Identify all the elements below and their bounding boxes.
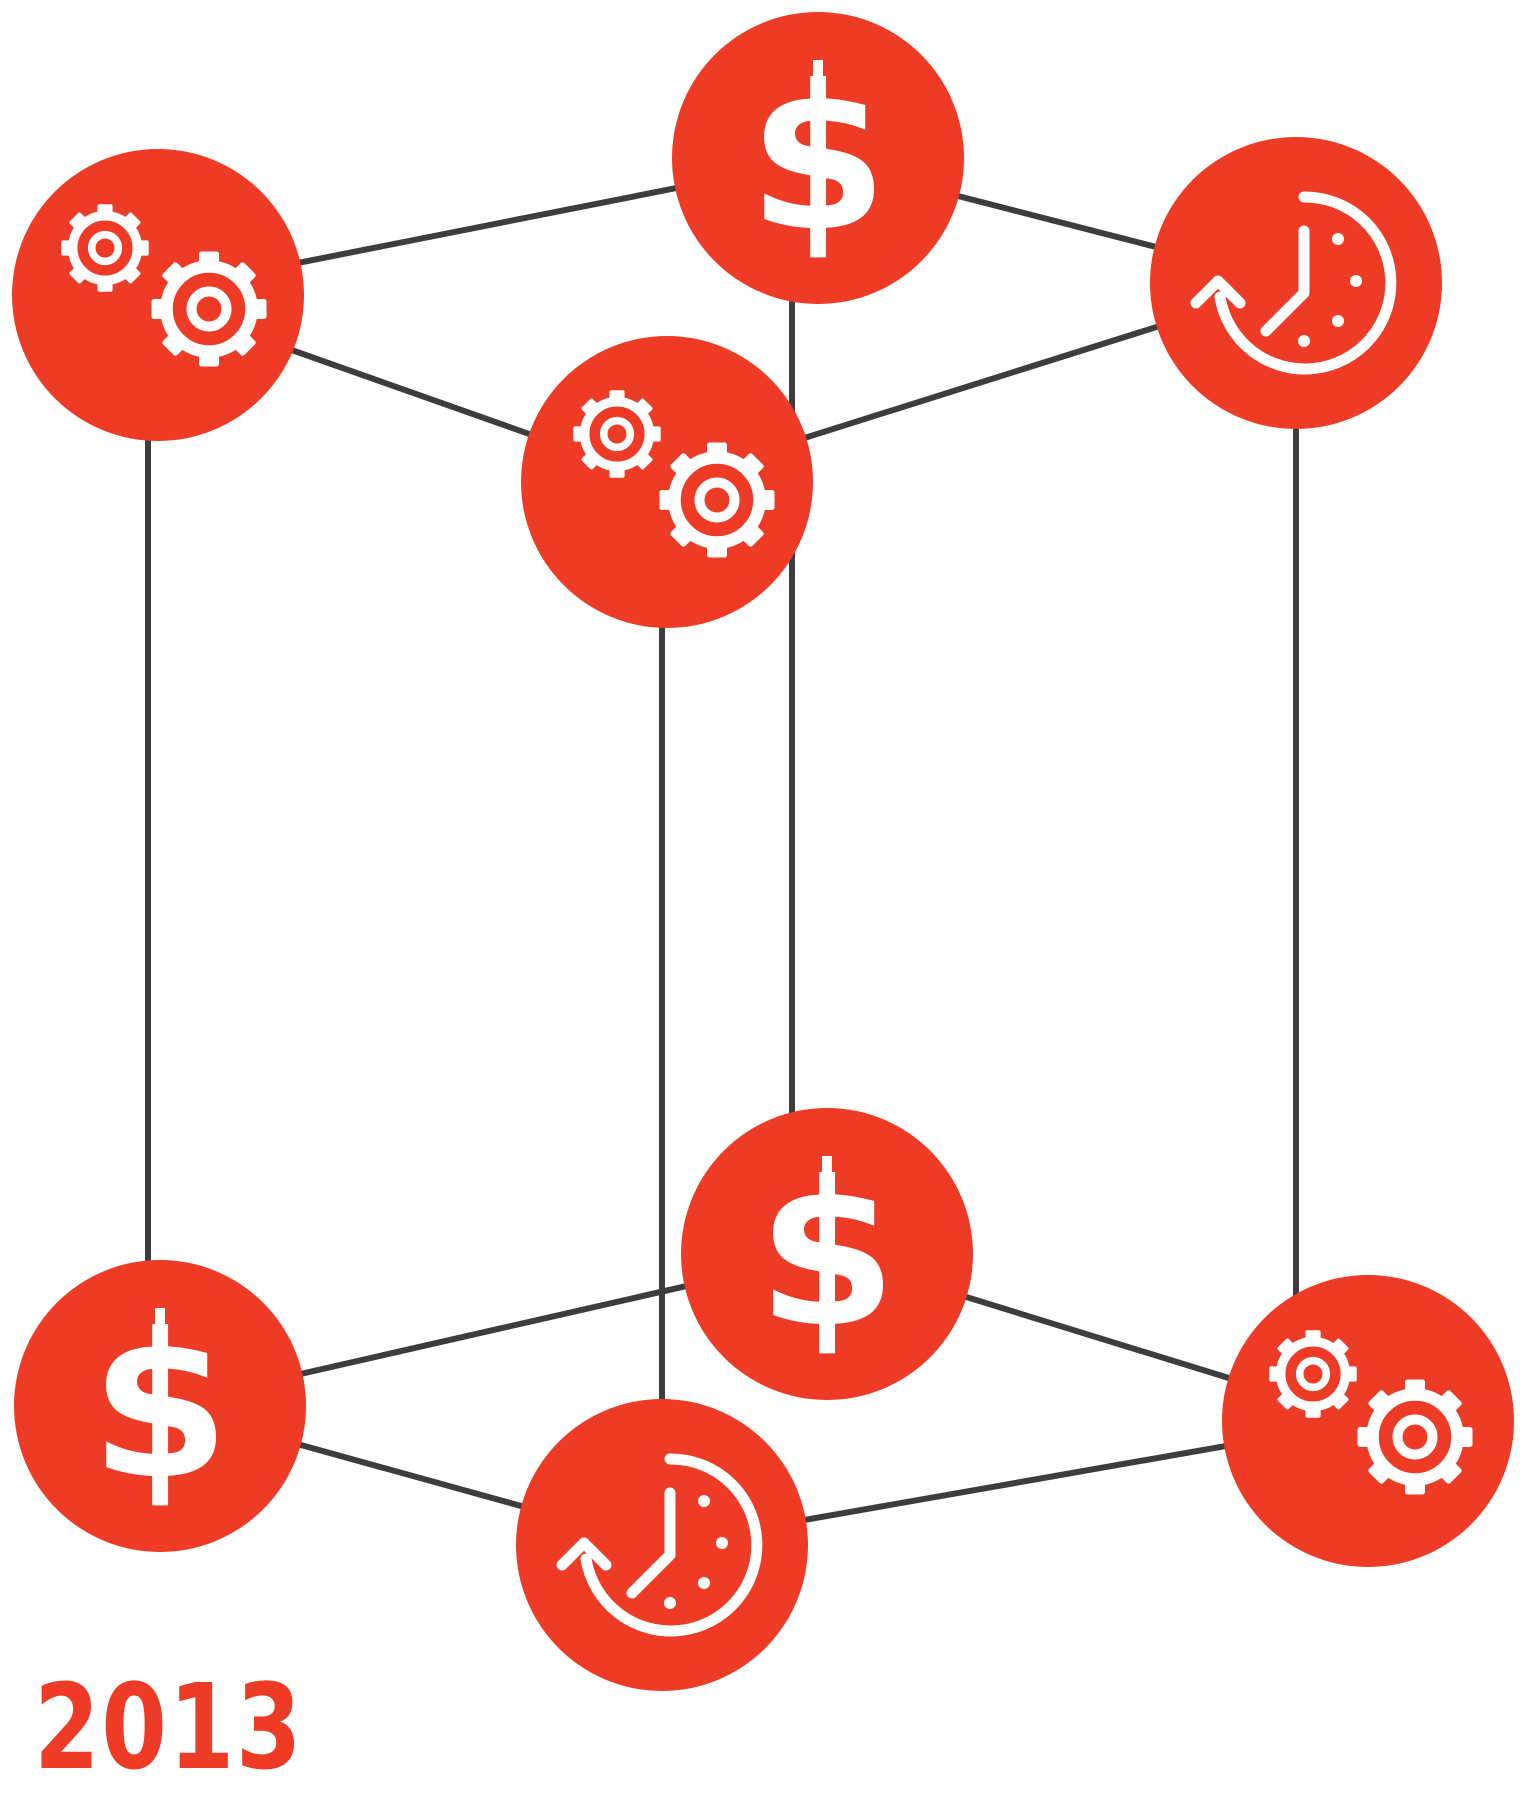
dollar-node: $: [681, 1108, 973, 1400]
dollar-icon: $: [90, 1291, 229, 1524]
dollar-icon: $: [757, 1139, 896, 1372]
clock-cycle-node: [1150, 137, 1442, 429]
gears-node: [12, 149, 304, 441]
svg-text:$: $: [757, 1139, 896, 1372]
clock-cycle-icon: [1190, 191, 1397, 375]
gears-node: [1222, 1275, 1514, 1567]
year-label: 2013: [34, 1658, 304, 1796]
clock-cycle-node: [516, 1399, 808, 1691]
dollar-icon: $: [748, 43, 887, 276]
svg-text:$: $: [748, 43, 887, 276]
dollar-node: $: [14, 1260, 306, 1552]
gears-node: [521, 336, 813, 628]
dollar-node: $: [672, 12, 964, 304]
svg-text:$: $: [90, 1291, 229, 1524]
clock-cycle-icon: [556, 1453, 763, 1637]
